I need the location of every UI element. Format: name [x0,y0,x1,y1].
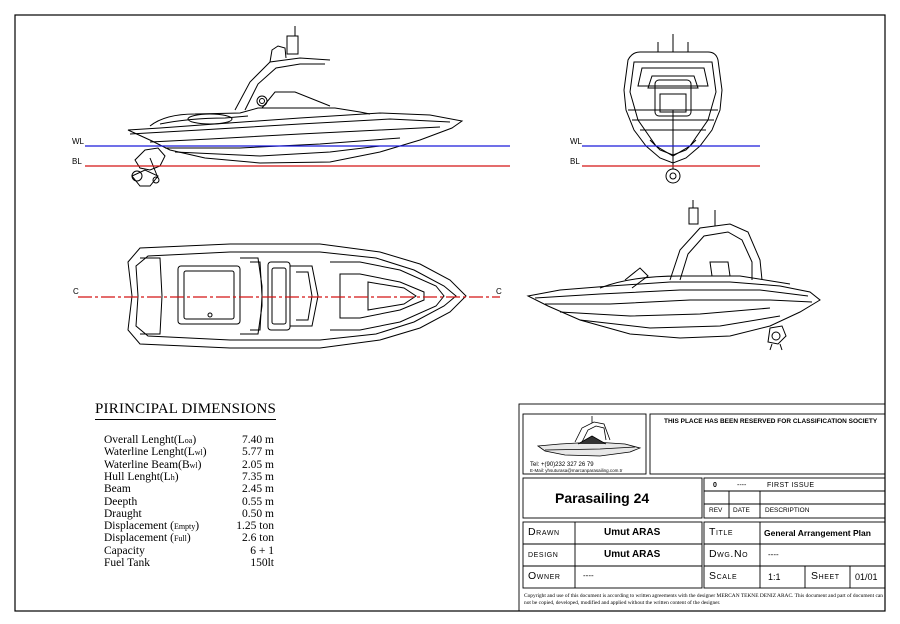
project-name: Parasailing 24 [555,490,650,506]
dimension-name: Waterline Beam(Bwl) [104,458,202,471]
dimension-value: 7.40 m [242,434,274,446]
sheet-value: 01/01 [855,572,878,582]
design-label: design [528,548,559,560]
dimension-row: Draught 0.50 m [104,508,274,521]
design-value: Umut ARAS [604,549,661,560]
dimension-value: 2.05 m [242,458,274,471]
dimension-name: Beam [104,483,131,496]
rev-description: FIRST ISSUE [767,482,815,489]
date-column-label: DATE [733,507,750,514]
logo-boat-image [536,416,642,457]
rev-date: ---- [737,482,747,489]
dimension-row: Displacement (Full) 2.6 ton [104,532,274,545]
title-label: Title [709,526,734,538]
dimension-name: Overall Lenght(Loa) [104,434,197,446]
dimension-name: Deepth [104,495,138,508]
rev-number: 0 [713,482,717,489]
dimension-row: Waterline Beam(Bwl) 2.05 m [104,459,274,472]
plan-view [127,243,467,349]
dimension-row: Hull Lenght(Lh) 7.35 m [104,471,274,484]
plan-centerline-left-label: C [73,287,79,296]
dimension-name: Draught [104,507,142,520]
classification-note: THIS PLACE HAS BEEN RESERVED FOR CLASSIF… [664,418,878,425]
dimension-value: 1.25 ton [236,520,274,533]
dimension-row: Displacement (Empty) 1.25 ton [104,520,274,533]
front-view [623,34,723,184]
drawn-label: Drawn [528,526,560,538]
perspective-view [526,200,821,351]
profile-bl-label: BL [72,157,82,166]
dimension-value: 0.50 m [242,507,274,520]
dimension-value: 2.45 m [242,483,274,496]
dimension-value: 6 + 1 [250,544,274,557]
scale-value: 1:1 [768,572,781,582]
owner-label: Owner [528,570,561,582]
title-block-grid [518,403,886,612]
dimension-name: Displacement (Empty) [104,520,200,533]
dimension-name: Waterline Lenght(Lwl) [104,446,207,459]
dimension-row: Fuel Tank 150lt [104,557,274,570]
sheet-border [14,14,886,612]
front-wl-label: WL [570,137,582,146]
front-bl-label: BL [570,157,580,166]
dimension-row: Capacity 6 + 1 [104,545,274,558]
rev-column-label: REV [709,507,723,514]
sheet-label: Sheet [811,570,840,582]
dimension-value: 2.6 ton [242,532,274,545]
dimension-name: Fuel Tank [104,557,150,569]
dimension-row: Beam 2.45 m [104,483,274,496]
dwg-no-label: Dwg.No [709,548,749,560]
title-value: General Arrangement Plan [764,528,871,538]
copyright-note: Copyright and use of this document is ac… [524,593,883,606]
scale-label: Scale [709,570,738,582]
dimension-row: Waterline Lenght(Lwl) 5.77 m [104,446,274,459]
logo-tel: Tel: +(90)232 327 26 79 [530,462,594,468]
dimensions-title: PIRINCIPAL DIMENSIONS [95,401,277,420]
dimension-value: 7.35 m [242,470,274,483]
description-column-label: DESCRIPTION [765,507,810,514]
profile-wl-label: WL [72,137,84,146]
plan-centerline-right-label: C [496,287,502,296]
dwg-no-value: ---- [768,550,779,559]
dimension-row: Deepth 0.55 m [104,496,274,509]
dimension-value: 150lt [250,557,274,569]
dimension-value: 5.77 m [242,446,274,459]
dimension-value: 0.55 m [242,495,274,508]
dimension-row: Overall Lenght(Loa) 7.40 m [104,434,274,447]
dimension-name: Capacity [104,544,145,557]
logo-mail: E-Mail: yhsuturasa@marcanparasailing.com… [530,468,623,473]
drawn-value: Umut ARAS [604,527,661,538]
dimension-name: Hull Lenght(Lh) [104,470,179,483]
profile-view [127,26,464,187]
dimension-name: Displacement (Full) [104,532,191,545]
owner-value: ---- [583,571,594,580]
